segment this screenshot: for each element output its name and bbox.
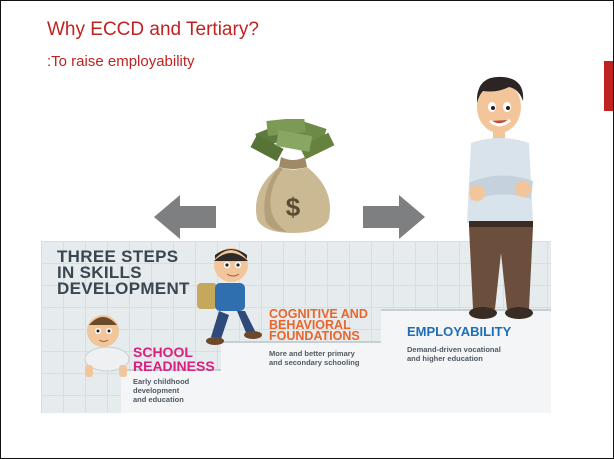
crawling-baby-illustration <box>84 315 130 377</box>
stair-step-3 <box>381 309 551 413</box>
slide-title: Why ECCD and Tertiary? <box>47 19 259 40</box>
step-school-readiness-subtitle: Early childhood development and educatio… <box>133 377 190 404</box>
arrow-left-icon <box>154 195 216 239</box>
red-accent-bar <box>604 61 613 111</box>
step-school-readiness-title: SCHOOL READINESS <box>133 344 215 374</box>
schoolboy-illustration <box>197 248 262 345</box>
step-employability-title: EMPLOYABILITY <box>407 324 512 339</box>
arrow-right-icon <box>363 195 425 239</box>
infographic-headline: THREE STEPS IN SKILLS DEVELOPMENT <box>57 247 190 298</box>
step-cognitive-subtitle: More and better primary and secondary sc… <box>269 349 360 367</box>
svg-text:$: $ <box>286 192 301 222</box>
stair-step-2 <box>221 341 381 413</box>
slide-subtitle: :To raise employability <box>47 53 195 70</box>
step-employability-subtitle: Demand-driven vocational and higher educ… <box>407 345 501 363</box>
step-cognitive-title: COGNITIVE AND BEHAVIORAL FOUNDATIONS <box>269 307 368 343</box>
money-bag-icon: $ <box>250 119 335 233</box>
man-crossed-arms-illustration <box>467 76 533 319</box>
banknotes <box>250 119 335 162</box>
skills-infographic: THREE STEPS IN SKILLS DEVELOPMENT <box>41 241 551 413</box>
